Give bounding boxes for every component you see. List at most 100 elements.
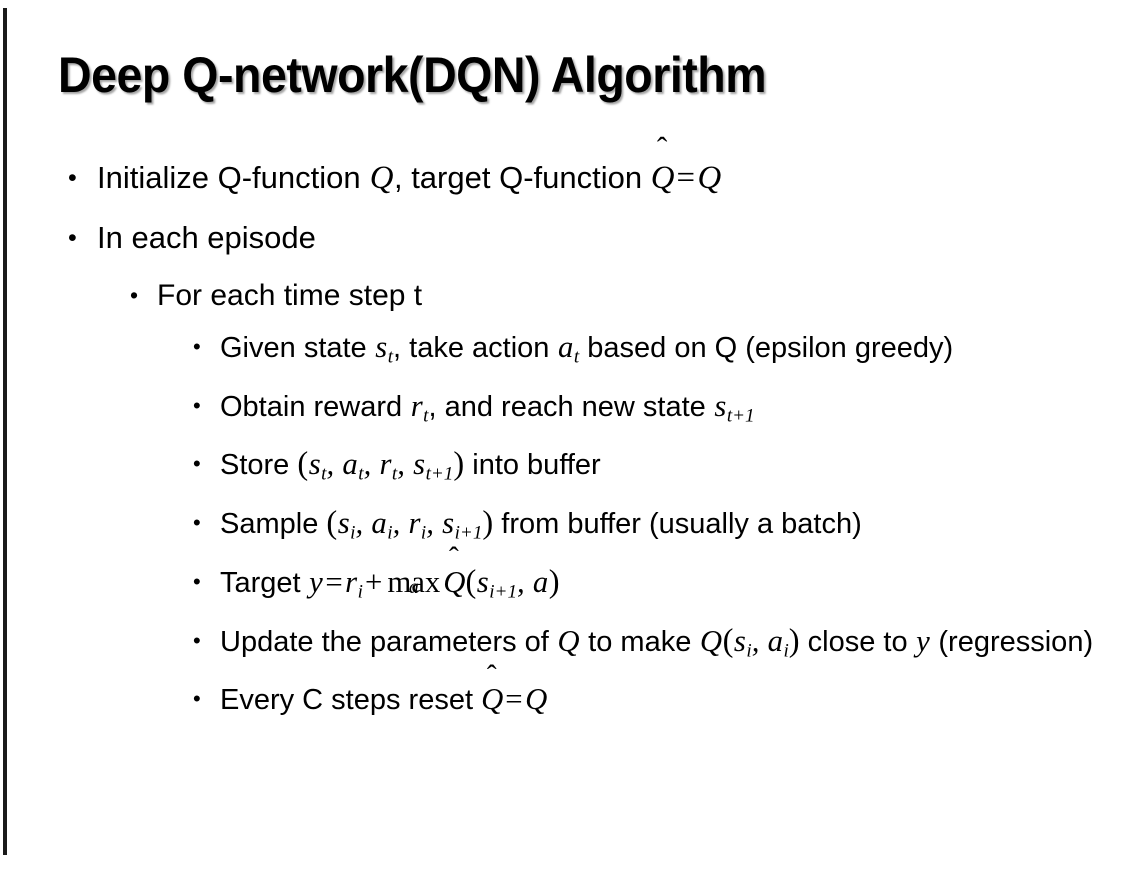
math-s: s: [337, 506, 350, 541]
math-s: s: [308, 447, 321, 482]
math-comma: ,: [326, 447, 342, 482]
math-subscript: t+1: [425, 464, 454, 486]
bullet-text: Sample (si, ai, ri, si+1) from buffer (u…: [220, 499, 1094, 558]
text-run: , take action: [393, 332, 558, 364]
max-underscript: a: [408, 575, 419, 598]
text-run: Every C steps reset: [220, 684, 482, 717]
math-subscript: t: [573, 346, 580, 368]
bullet-text: In each episode: [97, 220, 316, 255]
math-close-paren: ): [482, 505, 494, 542]
math-base: Q: [443, 564, 466, 599]
math-s: s: [375, 330, 388, 364]
text-run: Obtain reward: [220, 390, 411, 423]
math-a: a: [532, 564, 549, 599]
bullet-marker: •: [193, 568, 201, 594]
math-subscript: t+1: [726, 405, 755, 427]
math-a: a: [342, 447, 358, 482]
math-equals: =: [676, 160, 695, 196]
text-run: Update the parameters of: [220, 625, 557, 658]
text-run: (regression): [930, 625, 1094, 658]
math-subscript: i: [746, 640, 752, 662]
math-close-paren: ): [548, 563, 560, 600]
math-comma: ,: [363, 447, 379, 482]
math-equals: =: [505, 682, 523, 717]
math-comma: ,: [426, 506, 442, 541]
bullet-list: • Initialize Q-function Q, target Q-func…: [0, 148, 1124, 724]
bullet-item-sample-batch: • Sample (si, ai, ri, si+1) from buffer …: [0, 499, 1124, 558]
bullet-marker: •: [68, 224, 77, 252]
bullet-item-given-state: • Given state st, take action at based o…: [0, 323, 1124, 382]
math-s: s: [733, 623, 746, 658]
bullet-text: Update the parameters of Q to make Q(si,…: [220, 617, 1094, 676]
math-subscript: t: [391, 464, 398, 486]
math-comma: ,: [355, 506, 371, 541]
bullet-marker: •: [193, 334, 201, 359]
math-q-hat: ̂Q: [651, 148, 675, 208]
math-plus: +: [364, 564, 383, 599]
text-run: into buffer: [464, 449, 601, 482]
math-subscript: i: [350, 522, 356, 544]
math-s: s: [714, 388, 727, 423]
text-run: , target Q-function: [393, 160, 651, 195]
bullet-marker: •: [193, 392, 201, 418]
math-subscript: t: [423, 405, 429, 427]
math-close-paren: ): [788, 622, 800, 659]
math-y: y: [309, 564, 323, 599]
bullet-item-in-each-episode: • In each episode: [0, 208, 1124, 268]
bullet-text: Every C steps reset ̂Q=Q: [220, 675, 1094, 724]
math-q: Q: [525, 682, 548, 717]
math-open-paren: (: [326, 505, 338, 542]
math-q-hat: ̂Q: [481, 675, 503, 723]
math-r: r: [408, 506, 421, 541]
bullet-item-obtain-reward: • Obtain reward rt, and reach new state …: [0, 382, 1124, 441]
math-r: r: [379, 447, 392, 482]
text-run: Target: [220, 566, 309, 599]
text-run: Initialize Q-function: [97, 160, 370, 195]
math-a: a: [767, 623, 783, 658]
math-subscript: t: [358, 464, 364, 486]
bullet-text: Initialize Q-function Q, target Q-functi…: [97, 148, 1124, 208]
math-base: Q: [481, 682, 504, 717]
math-subscript: i: [783, 640, 789, 662]
bullet-text: Obtain reward rt, and reach new state st…: [220, 382, 1094, 441]
text-run: based on Q (epsilon greedy): [579, 332, 954, 364]
max-label: max: [387, 564, 441, 599]
bullet-marker: •: [193, 686, 201, 712]
bullet-text: For each time step t: [157, 279, 423, 312]
math-comma: ,: [397, 447, 413, 482]
math-subscript: i+1: [454, 522, 483, 544]
text-run: from buffer (usually a batch): [493, 508, 862, 541]
math-base: Q: [650, 160, 675, 196]
math-s: s: [413, 447, 426, 482]
bullet-marker: •: [68, 164, 77, 192]
bullet-text: Target y=ri+maxâQ(si+1, a): [220, 558, 1094, 617]
bullet-item-update-parameters: • Update the parameters of Q to make Q(s…: [0, 617, 1124, 676]
text-run: to make: [580, 625, 700, 658]
math-equals: =: [325, 564, 343, 599]
math-comma: ,: [517, 564, 533, 599]
math-comma: ,: [751, 623, 768, 658]
text-run: Given state: [220, 332, 375, 364]
left-edge-rule: [3, 8, 7, 855]
math-s: s: [442, 506, 455, 541]
bullet-marker: •: [193, 451, 201, 477]
bullet-marker: •: [193, 510, 201, 536]
math-q: Q: [369, 160, 394, 196]
math-y: y: [916, 623, 930, 658]
text-run: Store: [220, 449, 298, 482]
math-subscript: i: [387, 522, 393, 544]
bullet-text: Given state st, take action at based on …: [220, 323, 1094, 382]
math-r: r: [345, 564, 358, 599]
bullet-item-target-equation: • Target y=ri+maxâQ(si+1, a): [0, 558, 1124, 617]
bullet-marker: •: [130, 282, 139, 308]
math-open-paren: (: [722, 622, 734, 659]
math-q: Q: [557, 623, 580, 658]
text-run: , and reach new state: [428, 390, 714, 423]
math-subscript: i: [357, 581, 363, 603]
math-q: Q: [699, 623, 723, 658]
bullet-text: Store (st, at, rt, st+1) into buffer: [220, 440, 1094, 499]
math-s: s: [476, 564, 489, 599]
text-run: Sample: [220, 508, 327, 541]
math-subscript: t: [321, 464, 327, 486]
bullet-item-store-transition: • Store (st, at, rt, st+1) into buffer: [0, 440, 1124, 499]
